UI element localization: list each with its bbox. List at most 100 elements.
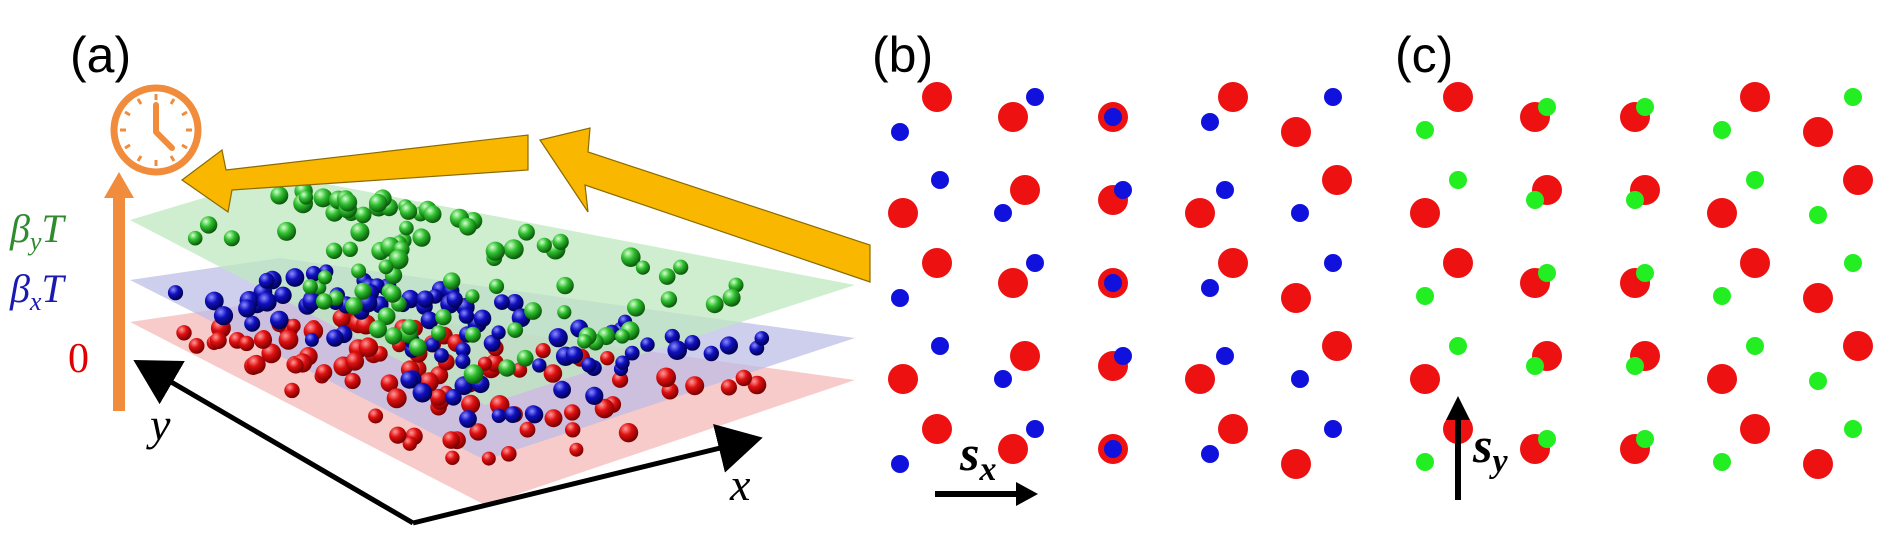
label-betax-t: βxT — [9, 266, 66, 316]
blue-sphere — [525, 406, 544, 424]
lattice-c — [1410, 82, 1873, 479]
red-sphere — [564, 404, 581, 421]
red-dot — [1803, 283, 1833, 313]
blue-sphere — [459, 410, 477, 428]
blue-sphere — [270, 310, 289, 330]
panel-label-a: (a) — [70, 27, 131, 83]
green-dot — [1746, 337, 1764, 355]
blue-sphere — [420, 311, 439, 330]
blue-sphere — [213, 306, 234, 326]
panel-c: (c) sy — [1395, 27, 1873, 500]
red-dot — [1185, 364, 1215, 394]
green-sphere — [270, 186, 289, 205]
green-dot — [1526, 191, 1544, 209]
blue-dot — [1026, 254, 1044, 272]
blue-sphere — [624, 345, 640, 361]
red-sphere — [565, 422, 581, 438]
green-sphere — [516, 349, 534, 367]
red-sphere — [380, 374, 399, 393]
red-sphere — [188, 338, 205, 354]
blue-dot — [1216, 347, 1234, 365]
red-sphere — [209, 332, 227, 349]
red-sphere — [600, 351, 615, 366]
green-sphere — [464, 326, 481, 343]
blue-sphere — [664, 328, 680, 345]
blue-dot — [1201, 113, 1219, 131]
green-dot — [1713, 121, 1731, 139]
blue-dot — [1324, 254, 1342, 272]
blue-sphere — [640, 337, 655, 352]
time-arrow — [104, 172, 134, 411]
red-sphere — [519, 421, 536, 438]
red-dot — [998, 268, 1028, 298]
green-sphere — [350, 222, 370, 242]
blue-sphere — [455, 342, 471, 358]
red-dot — [1843, 165, 1873, 195]
blue-dot — [1324, 88, 1342, 106]
blue-dot — [931, 337, 949, 355]
vector-label-sy: sy — [1472, 417, 1508, 480]
red-dot — [1218, 248, 1248, 278]
green-sphere — [658, 268, 676, 285]
blue-sphere — [412, 382, 433, 403]
green-sphere — [577, 334, 592, 349]
red-sphere — [386, 388, 407, 409]
green-sphere — [317, 270, 333, 285]
green-sphere — [463, 364, 484, 385]
blue-sphere — [304, 332, 319, 347]
blue-sphere — [258, 272, 275, 289]
green-dot — [1636, 98, 1654, 116]
axis-label-y: y — [146, 399, 171, 450]
red-sphere — [618, 423, 639, 443]
yellow-arrow-right — [539, 127, 871, 283]
blue-sphere — [504, 406, 522, 423]
red-sphere — [358, 337, 379, 358]
red-sphere — [287, 357, 304, 374]
red-dot — [1281, 117, 1311, 147]
green-dot — [1809, 372, 1827, 390]
green-sphere — [498, 359, 516, 377]
green-sphere — [459, 218, 477, 236]
green-sphere — [399, 202, 418, 220]
green-sphere — [383, 285, 402, 303]
green-dot — [1626, 357, 1644, 375]
red-dot — [1010, 175, 1040, 205]
blue-dot — [1114, 181, 1132, 199]
red-dot — [1410, 198, 1440, 228]
vector-sx — [935, 482, 1038, 506]
green-sphere — [199, 216, 218, 234]
red-sphere — [720, 379, 738, 396]
red-dot — [1218, 414, 1248, 444]
green-sphere — [369, 320, 387, 339]
blue-dot — [1104, 108, 1122, 126]
red-sphere — [368, 408, 384, 424]
red-dot — [1281, 283, 1311, 313]
red-dot — [998, 434, 1028, 464]
blue-sphere — [553, 380, 571, 399]
red-sphere — [612, 371, 629, 388]
green-sphere — [524, 302, 542, 320]
green-sphere — [277, 221, 297, 241]
red-sphere — [284, 382, 300, 399]
red-sphere — [501, 446, 517, 462]
blue-sphere — [302, 292, 321, 311]
blue-dot — [891, 123, 909, 141]
red-dot — [1322, 165, 1352, 195]
green-dot — [1713, 287, 1731, 305]
green-sphere — [557, 305, 572, 320]
green-sphere — [660, 291, 678, 308]
green-sphere — [536, 237, 552, 253]
red-sphere — [477, 356, 493, 371]
blue-sphere — [684, 335, 701, 351]
blue-dot — [1104, 440, 1122, 458]
red-sphere — [253, 330, 273, 349]
red-dot — [1010, 341, 1040, 371]
red-sphere — [332, 309, 351, 328]
green-sphere — [621, 247, 641, 267]
blue-sphere — [274, 286, 292, 304]
blue-dot — [931, 171, 949, 189]
vector-sy — [1446, 396, 1470, 500]
blue-sphere — [446, 291, 463, 308]
red-sphere — [238, 335, 255, 352]
